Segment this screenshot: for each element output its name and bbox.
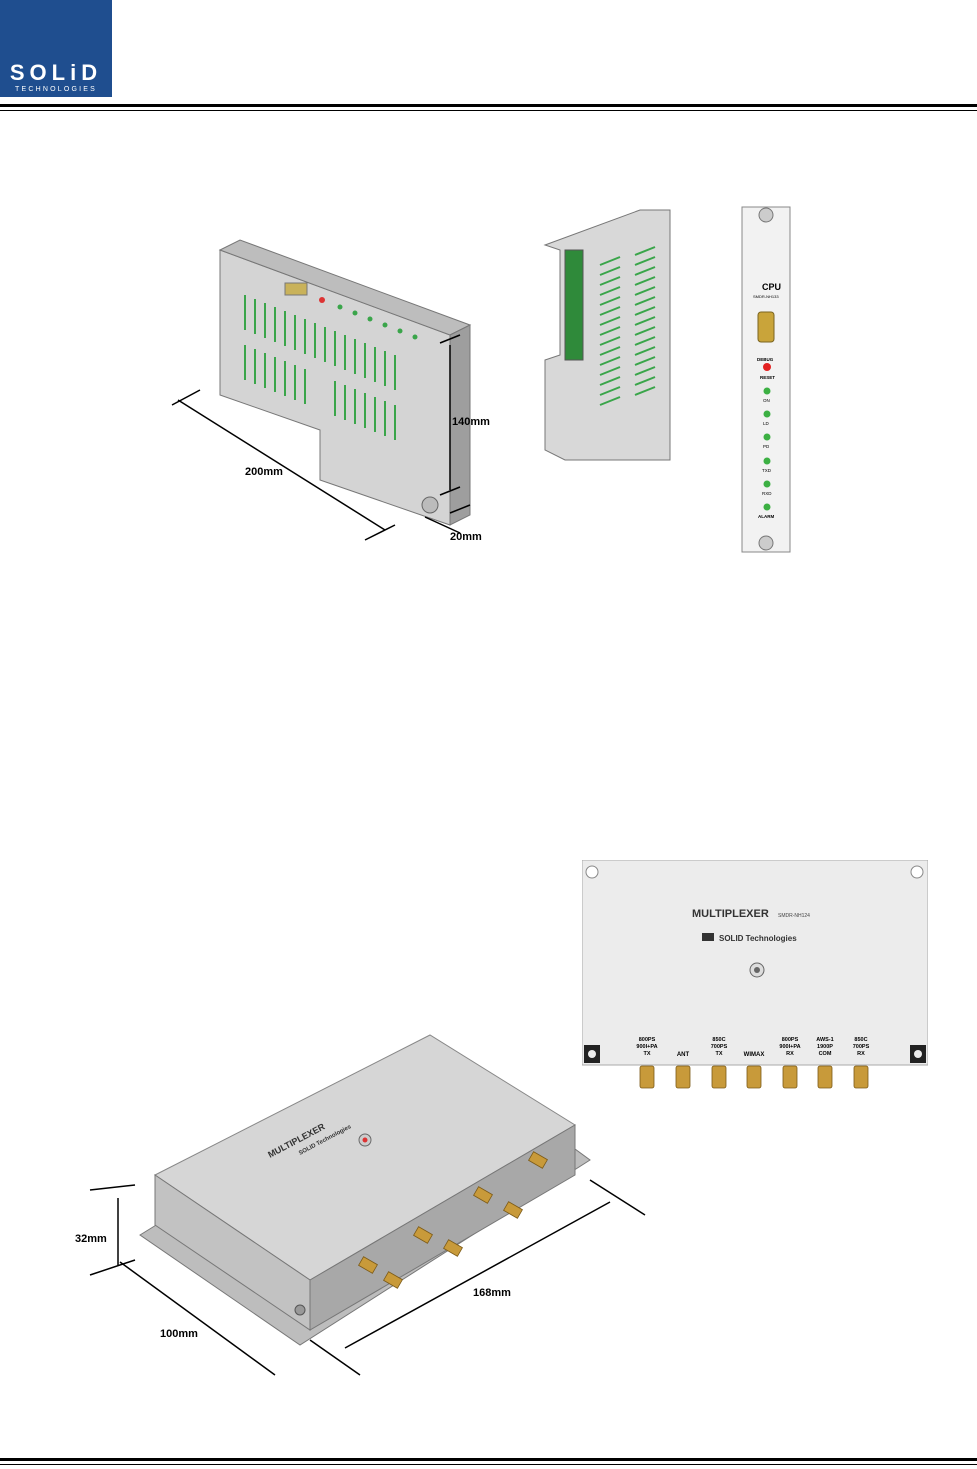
mux-model: SMDR-NH124 <box>778 913 810 919</box>
header-rule-thin <box>0 110 977 111</box>
port-5-line-3: RX <box>786 1051 794 1057</box>
cpu-panel-label-pd: PD <box>763 444 770 449</box>
mux-title: MULTIPLEXER <box>692 908 769 920</box>
port-3-line-1: 850C <box>712 1037 725 1043</box>
mux-dim-depth: 100mm <box>160 1328 198 1340</box>
cpu-dim-width: 20mm <box>450 531 482 543</box>
logo-text: SOLiD <box>0 60 112 86</box>
mux-corner-hole-tl <box>586 866 598 878</box>
port-6-line-2: 1900P <box>817 1044 833 1050</box>
port-7-line-1: 850C <box>854 1037 867 1043</box>
cpu-side-board <box>565 250 583 360</box>
mux-iso-button-dot <box>363 1138 368 1143</box>
port-7-line-3: RX <box>857 1051 865 1057</box>
port-3-line-2: 700PS <box>711 1044 728 1050</box>
mux-dim-length: 168mm <box>473 1287 511 1299</box>
port-2-line-1: ANT <box>677 1052 690 1058</box>
cpu-panel-label-rxd: RXD <box>762 491 772 496</box>
cpu-panel-label-ld: LD <box>763 421 770 426</box>
header-rule <box>0 104 977 107</box>
cpu-panel-title: CPU <box>762 282 781 292</box>
cpu-box-screw <box>422 497 438 513</box>
port-3-line-3: TX <box>715 1051 722 1057</box>
mux-mount-hole-right <box>914 1050 922 1058</box>
cpu-panel-label-reset: RESET <box>760 375 775 380</box>
mux-dim-height: 32mm <box>75 1233 107 1245</box>
mux-iso-mount-hole <box>295 1305 305 1315</box>
cpu-module-figure: 200mm 140mm 20mm CPU SMDR-NH133 DEBUG RE… <box>160 195 977 560</box>
footer-rule-thin <box>0 1464 977 1465</box>
port-7-line-2: 700PS <box>853 1044 870 1050</box>
cpu-panel-reset-button <box>763 363 771 371</box>
port-5-line-1: 800PS <box>782 1037 799 1043</box>
logo-subtext: TECHNOLOGIES <box>0 86 112 93</box>
cpu-panel-label-on: ON <box>763 398 770 403</box>
cpu-dim-length: 200mm <box>245 466 283 478</box>
multiplexer-iso-figure: MULTIPLEXER SOLID Technologies 32mm 100m… <box>70 1030 650 1380</box>
cpu-box-led-red <box>319 297 325 303</box>
cpu-panel-db9-connector <box>758 312 774 342</box>
mux-corner-hole-tr <box>911 866 923 878</box>
cpu-panel-screw-bottom <box>759 536 773 550</box>
brand-logo-icon <box>702 933 714 941</box>
port-6-line-3: COM <box>819 1051 832 1057</box>
port-5-line-2: 900I+PA <box>779 1044 800 1050</box>
cpu-panel-label-txd: TXD <box>762 468 772 473</box>
port-4-line-1: WIMAX <box>744 1052 765 1058</box>
cpu-panel-model: SMDR-NH133 <box>753 294 779 299</box>
mux-rf-connectors <box>640 1066 868 1088</box>
mux-center-button-dot <box>754 967 760 973</box>
cpu-panel-label-alarm: ALARM <box>758 514 774 519</box>
port-6-line-1: AWS-1 <box>816 1037 833 1043</box>
cpu-dim-height: 140mm <box>452 416 490 428</box>
cpu-panel-screw-top <box>759 208 773 222</box>
cpu-panel-label-debug: DEBUG <box>757 357 774 362</box>
cpu-box-connector <box>285 283 307 295</box>
mux-brand: SOLID Technologies <box>719 934 797 943</box>
footer-rule <box>0 1458 977 1461</box>
